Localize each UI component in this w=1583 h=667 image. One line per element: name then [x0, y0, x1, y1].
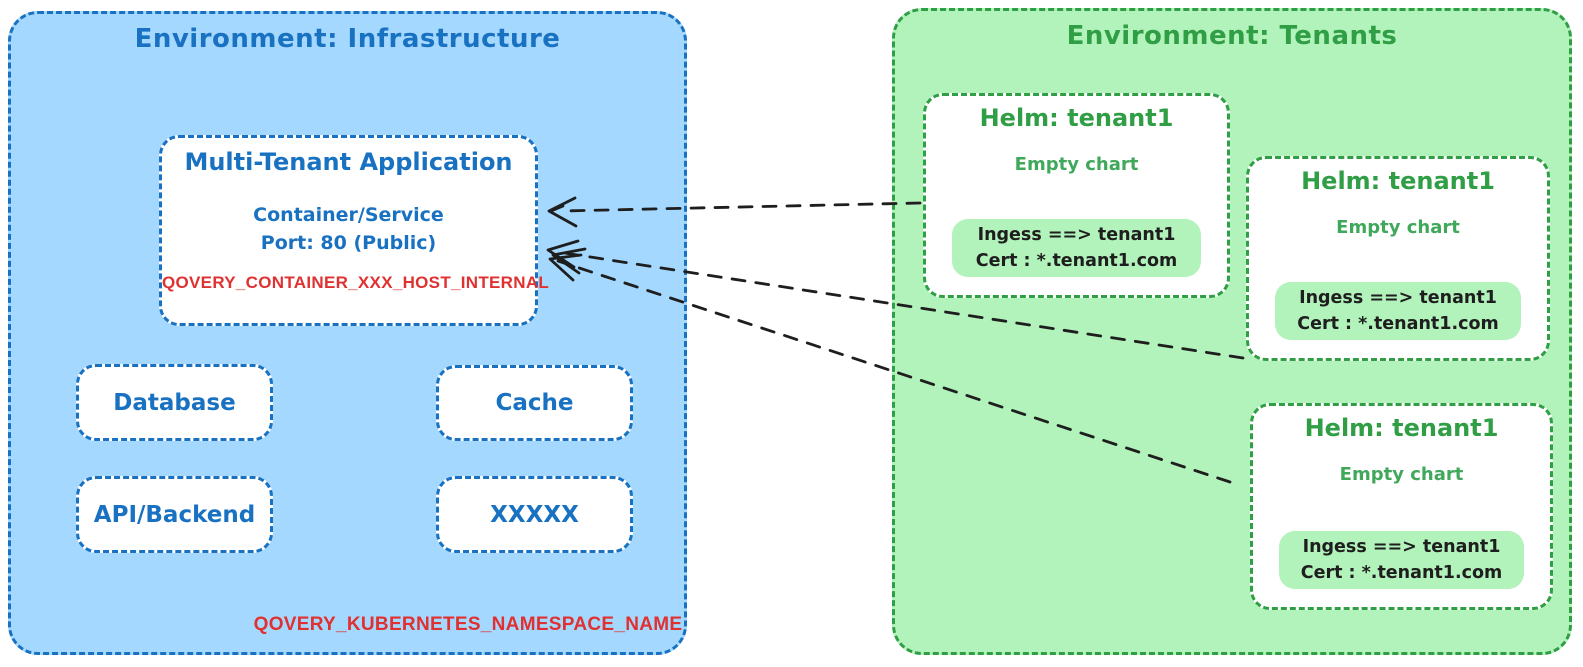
ingress-cert-pill: Ingess ==> tenant1 Cert : *.tenant1.com — [1279, 531, 1524, 589]
kubernetes-namespace-env-var: QOVERY_KUBERNETES_NAMESPACE_NAME — [253, 614, 683, 635]
environment-infrastructure-title: Environment: Infrastructure — [134, 24, 561, 54]
xxxxx-box: XXXXX — [436, 476, 633, 553]
cert-label: Cert : *.tenant1.com — [975, 251, 1178, 271]
ingress-cert-pill: Ingess ==> tenant1 Cert : *.tenant1.com — [952, 219, 1201, 277]
cache-box: Cache — [436, 365, 633, 441]
environment-tenants-box: Environment: Tenants Helm: tenant1 Empty… — [892, 8, 1572, 655]
port-label: Port: 80 (Public) — [260, 232, 437, 254]
empty-chart-label: Empty chart — [1339, 464, 1464, 485]
environment-infrastructure-box: Environment: Infrastructure Multi-Tenant… — [8, 11, 687, 655]
ingress-cert-pill: Ingess ==> tenant1 Cert : *.tenant1.com — [1275, 282, 1521, 340]
ingress-label: Ingess ==> tenant1 — [1299, 288, 1497, 308]
container-host-env-var: QOVERY_CONTAINER_XXX_HOST_INTERNAL — [162, 273, 550, 292]
container-service-label: Container/Service — [253, 204, 444, 226]
empty-chart-label: Empty chart — [1336, 217, 1460, 238]
ingress-label: Ingess ==> tenant1 — [977, 225, 1176, 245]
empty-chart-label: Empty chart — [1014, 154, 1139, 175]
helm-title: Helm: tenant1 — [979, 104, 1174, 132]
multi-tenant-application-box: Multi-Tenant Application Container/Servi… — [159, 135, 550, 326]
helm-tenant1-box-3: Helm: tenant1 Empty chart Ingess ==> ten… — [1250, 403, 1553, 610]
cert-label: Cert : *.tenant1.com — [1300, 563, 1503, 583]
cert-label: Cert : *.tenant1.com — [1297, 314, 1499, 334]
helm-title: Helm: tenant1 — [1304, 414, 1499, 442]
helm-title: Helm: tenant1 — [1301, 167, 1495, 195]
environment-tenants-title: Environment: Tenants — [1066, 21, 1398, 51]
helm-tenant1-box-1: Helm: tenant1 Empty chart Ingess ==> ten… — [923, 93, 1230, 298]
api-backend-box: API/Backend — [76, 476, 273, 553]
database-box: Database — [76, 364, 273, 441]
helm-tenant1-box-2: Helm: tenant1 Empty chart Ingess ==> ten… — [1246, 156, 1550, 361]
multi-tenant-application-title: Multi-Tenant Application — [184, 148, 513, 176]
ingress-label: Ingess ==> tenant1 — [1302, 537, 1501, 557]
application-details: Container/Service Port: 80 (Public) — [162, 201, 535, 257]
